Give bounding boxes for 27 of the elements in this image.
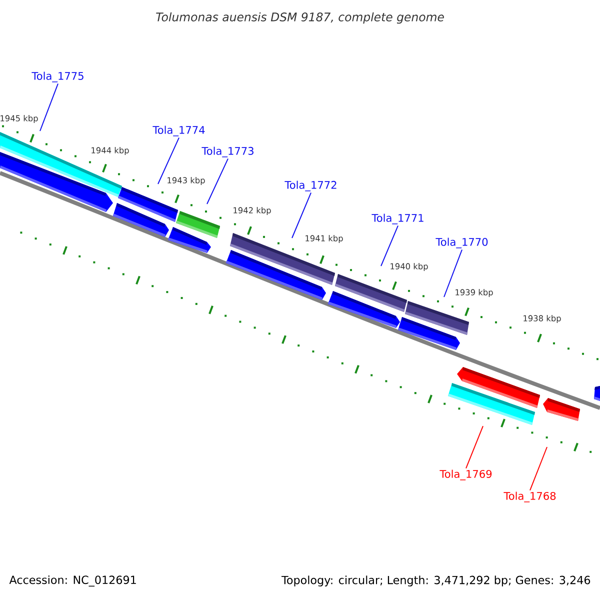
scale-label: 1938 kbp [524, 315, 561, 323]
gene-label: Tola_1772 [284, 180, 336, 192]
leader-line [380, 225, 398, 266]
gene-label: Tola_1773 [202, 146, 254, 158]
leader-line [444, 249, 462, 298]
gene-label: Tola_1775 [32, 72, 84, 82]
scale-label: 1942 kbp [234, 207, 271, 215]
scale-label: 1944 kbp [92, 147, 129, 155]
gene-label: Tola_1770 [436, 238, 488, 248]
gene-label: Tola_1768 [504, 492, 556, 502]
scale-label: 1939 kbp [456, 289, 493, 297]
genome-info-label: Topology: circular; Length: 3,471,292 bp; Genes: 3,246 [281, 576, 590, 586]
gene-label: Tola_1771 [372, 214, 424, 224]
leader-line [206, 158, 228, 204]
accession-label: Accession: NC_012691 [9, 575, 136, 587]
scale-label: 1941 kbp [306, 235, 343, 243]
scale-label: 1940 kbp [390, 263, 428, 271]
title: Tolumonas auensis DSM 9187, complete genome [156, 12, 444, 24]
gene-label: Tola_1769 [440, 470, 492, 480]
leader-line [40, 83, 58, 132]
leader-line [530, 446, 548, 491]
gene-label: Tola_1774 [152, 126, 205, 136]
leader-line [292, 192, 312, 238]
scale-label: 1943 kbp [168, 177, 205, 185]
scale-label: 1945 kbp [0, 115, 38, 123]
leader-line [158, 137, 180, 184]
leader-line [466, 426, 484, 469]
